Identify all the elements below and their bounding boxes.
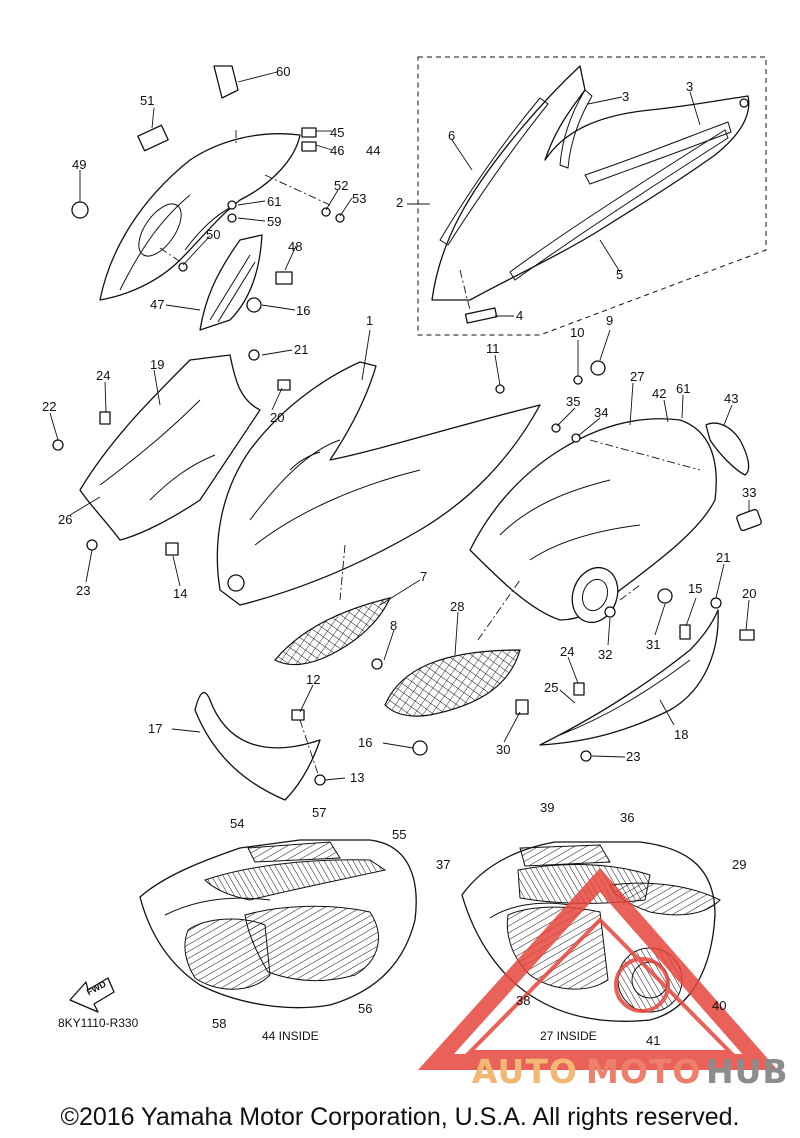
callout-7: 7 <box>420 569 428 584</box>
part-47-panel <box>199 234 263 331</box>
callout-14: 14 <box>173 586 188 601</box>
part-18-panel <box>539 609 719 746</box>
callout-9: 9 <box>606 313 614 328</box>
callout-36: 36 <box>620 810 635 825</box>
part-19-panel <box>79 354 261 541</box>
callout-41: 41 <box>646 1033 661 1048</box>
callout-39: 39 <box>540 800 555 815</box>
inset-label-44-inside: 44 INSIDE <box>262 1029 319 1043</box>
callout-43: 43 <box>724 391 739 406</box>
callout-37: 37 <box>436 857 451 872</box>
callout-19: 19 <box>150 357 165 372</box>
part-1-side-cover <box>216 361 541 606</box>
callout-50: 50 <box>206 227 221 242</box>
callout-30: 30 <box>496 742 511 757</box>
callout-18: 18 <box>674 727 689 742</box>
callout-13: 13 <box>350 770 365 785</box>
callout-3-a: 3 <box>622 89 630 104</box>
diagram-code: 8KY1110-R330 <box>58 1016 139 1030</box>
callout-51: 51 <box>140 93 155 108</box>
part-2-hole <box>739 98 749 108</box>
callout-10: 10 <box>570 325 585 340</box>
part-27-cowl <box>469 418 717 621</box>
callout-40: 40 <box>712 998 727 1013</box>
part-4-clip <box>464 307 498 324</box>
callout-56: 56 <box>358 1001 373 1016</box>
callout-33: 33 <box>742 485 757 500</box>
callout-38: 38 <box>516 993 531 1008</box>
callout-58: 58 <box>212 1016 227 1031</box>
callout-11: 11 <box>486 341 500 356</box>
callout-24-left: 24 <box>96 368 111 383</box>
part-28-grille <box>384 649 521 717</box>
callout-1: 1 <box>366 313 374 328</box>
callout-57: 57 <box>312 805 327 820</box>
callout-53: 53 <box>352 191 367 206</box>
callout-23-right: 23 <box>626 749 641 764</box>
callout-24-right: 24 <box>560 644 575 659</box>
fwd-arrow-icon <box>69 977 115 1013</box>
callout-22: 22 <box>42 399 57 414</box>
part-5-strip <box>509 129 729 281</box>
callout-42: 42 <box>652 386 667 401</box>
callout-16-bottom: 16 <box>358 735 373 750</box>
callout-27: 27 <box>630 369 645 384</box>
callout-46: 46 <box>330 143 345 158</box>
callout-25: 25 <box>544 680 559 695</box>
callout-12: 12 <box>306 672 321 687</box>
callout-44: 44 <box>366 143 381 158</box>
callout-4: 4 <box>516 308 524 323</box>
callout-20-left: 20 <box>270 410 285 425</box>
callout-8: 8 <box>390 618 398 633</box>
assembly-2-box <box>417 56 767 336</box>
callout-6: 6 <box>448 128 456 143</box>
callout-48: 48 <box>288 239 303 254</box>
part-6-strip <box>439 97 549 246</box>
callout-61-top: 61 <box>267 194 282 209</box>
watermark-logo <box>418 867 778 1070</box>
callout-49: 49 <box>72 157 87 172</box>
part-7-grille <box>274 597 392 666</box>
part-33-pad <box>736 508 762 532</box>
callout-21-left: 21 <box>294 342 309 357</box>
callout-34: 34 <box>594 405 609 420</box>
inset-label-27-inside: 27 INSIDE <box>540 1029 597 1043</box>
callout-23-left: 23 <box>76 583 91 598</box>
callout-60: 60 <box>276 64 291 79</box>
part-3-strip-a <box>559 89 593 169</box>
callout-59: 59 <box>267 214 282 229</box>
inset-44-inside <box>139 839 417 1009</box>
callout-2: 2 <box>396 195 404 210</box>
callout-3-b: 3 <box>686 79 694 94</box>
part-2-panel <box>431 65 750 301</box>
callout-47: 47 <box>150 297 165 312</box>
callout-16-top: 16 <box>296 303 311 318</box>
callout-5: 5 <box>616 267 624 282</box>
callout-31: 31 <box>646 637 661 652</box>
callout-15: 15 <box>688 581 703 596</box>
callout-28: 28 <box>450 599 465 614</box>
callout-21-right: 21 <box>716 550 731 565</box>
callout-54: 54 <box>230 816 245 831</box>
part-3-strip-b <box>584 121 732 185</box>
callout-35: 35 <box>566 394 581 409</box>
copyright-notice: ©2016 Yamaha Motor Corporation, U.S.A. A… <box>60 1103 740 1131</box>
leader-lines <box>49 71 750 781</box>
callout-32: 32 <box>598 647 613 662</box>
callout-26: 26 <box>58 512 73 527</box>
callout-20-right: 20 <box>742 586 757 601</box>
callout-55: 55 <box>392 827 407 842</box>
callout-29: 29 <box>732 857 747 872</box>
part-17-panel <box>194 691 321 801</box>
callout-52: 52 <box>334 178 349 193</box>
callout-17: 17 <box>148 721 163 736</box>
part-43-panel <box>705 422 750 476</box>
callout-61-right: 61 <box>676 381 691 396</box>
callout-45: 45 <box>330 125 345 140</box>
